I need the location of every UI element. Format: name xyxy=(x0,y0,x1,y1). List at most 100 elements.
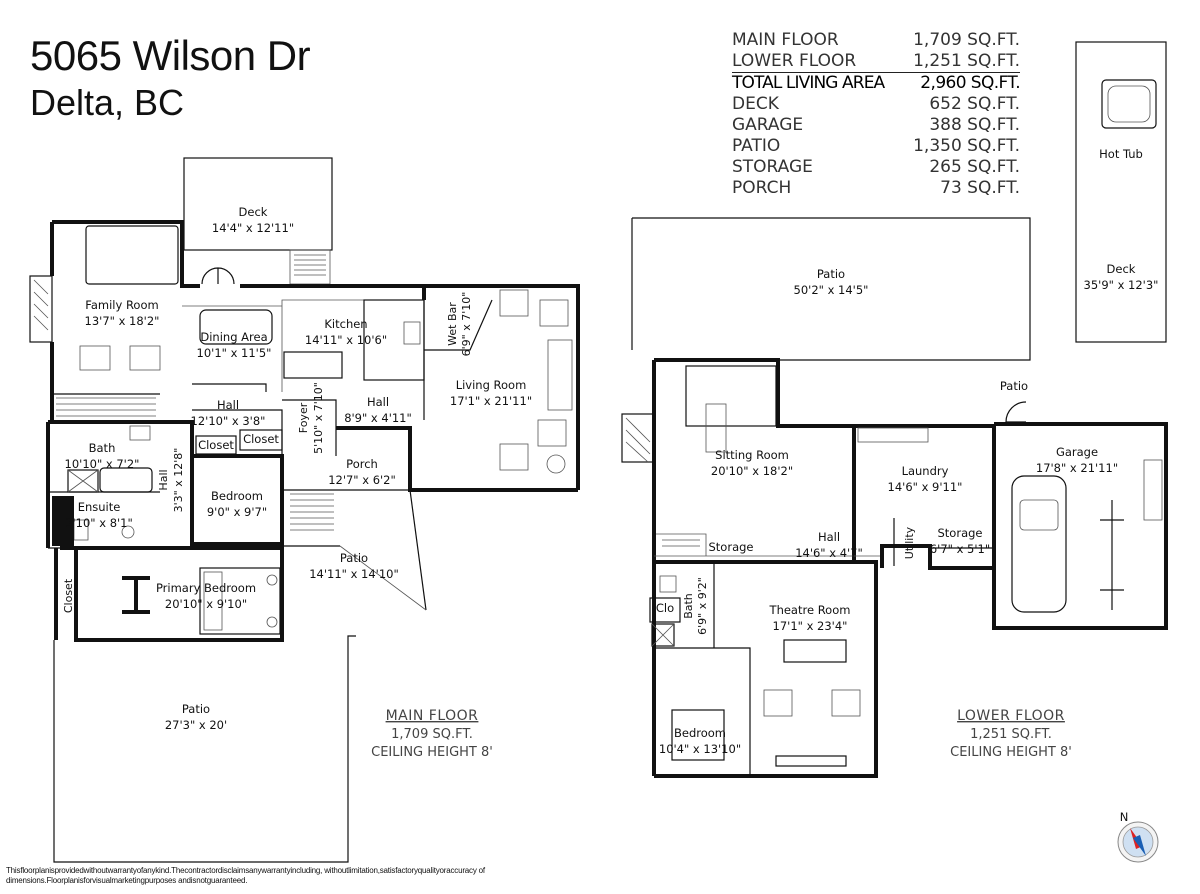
area-label: LOWER FLOOR xyxy=(732,51,857,71)
area-row-storage: STORAGE 265 SQ.FT. xyxy=(732,157,1020,178)
bath-dims: 10'10" x 7'2" xyxy=(65,457,140,471)
area-value: 652 SQ.FT. xyxy=(929,94,1020,114)
ensuite-dims: 3'10" x 8'1" xyxy=(65,516,133,530)
area-summary-table: MAIN FLOOR 1,709 SQ.FT. LOWER FLOOR 1,25… xyxy=(732,30,1021,199)
wet-bar-label: Wet Bar xyxy=(446,302,459,346)
main-floor-title: MAIN FLOOR xyxy=(386,708,479,724)
garage-door-swing xyxy=(1005,401,1027,423)
lower-bedroom-dims: 10'4" x 13'10" xyxy=(659,742,741,756)
armchair xyxy=(129,345,161,371)
living-armchair xyxy=(499,443,529,471)
theatre-screen xyxy=(775,755,847,767)
hall-3-label: Hall xyxy=(157,469,170,490)
bath-label: Bath xyxy=(89,441,116,455)
kitchen-dims: 14'11" x 10'6" xyxy=(305,333,387,347)
address-street: 5065 Wilson Dr xyxy=(30,32,311,79)
hall-north-wall xyxy=(192,383,267,392)
lower-patio-label: Patio xyxy=(817,267,845,281)
closet-1-box xyxy=(195,435,237,455)
kitchen-label: Kitchen xyxy=(324,317,367,331)
family-room-label: Family Room xyxy=(85,298,158,312)
sectional-sofa xyxy=(685,365,777,427)
deck-french-door xyxy=(201,267,235,285)
patio-edge xyxy=(409,489,427,611)
side-table xyxy=(546,454,566,474)
hall-wall xyxy=(192,409,283,456)
primary-bed xyxy=(199,567,281,635)
area-value: 265 SQ.FT. xyxy=(929,157,1020,177)
area-row-porch: PORCH 73 SQ.FT. xyxy=(732,178,1020,199)
deck-hot-tub-outline xyxy=(1075,41,1167,343)
deck-dims: 14'4" x 12'11" xyxy=(212,221,294,235)
main-wall-north-west xyxy=(52,220,200,288)
lower-floor-area: 1,251 SQ.FT. xyxy=(970,727,1052,742)
ensuite-sink xyxy=(121,525,135,539)
coffee-table xyxy=(705,403,727,453)
dining-area-dims: 10'1" x 11'5" xyxy=(197,346,272,360)
area-row-garage: GARAGE 388 SQ.FT. xyxy=(732,115,1020,136)
disclaimer-text: Thisfloorplanisprovidedwithoutwarrantyof… xyxy=(6,866,485,885)
lower-hall-dims: 14'6" x 4'7" xyxy=(795,546,863,560)
bedroom-dresser xyxy=(122,576,150,614)
car-windshield xyxy=(1019,499,1059,531)
motorcycle-outline xyxy=(1100,500,1124,610)
living-sofa xyxy=(547,339,573,411)
ensuite-partition xyxy=(52,496,74,546)
lower-bath-label: Bath xyxy=(682,593,695,619)
storage-2-dims: 6'7" x 5'1" xyxy=(930,542,990,556)
lower-patio-dims: 50'2" x 14'5" xyxy=(794,283,869,297)
area-label: STORAGE xyxy=(732,157,813,177)
armchair xyxy=(79,345,111,371)
theatre-armchair xyxy=(831,689,861,717)
storage-2-label: Storage xyxy=(938,526,983,540)
primary-bedroom-walls xyxy=(60,546,284,642)
hall-1-label: Hall xyxy=(217,398,239,412)
porch-stair-treads xyxy=(290,493,334,531)
sitting-room-dims: 20'10" x 18'2" xyxy=(711,464,793,478)
hot-tub xyxy=(1101,79,1157,129)
garage-walls xyxy=(992,422,1168,630)
family-room-sofa xyxy=(85,225,179,285)
living-armchair xyxy=(499,289,529,317)
bedroom-label: Bedroom xyxy=(211,489,263,503)
foyer-label: Foyer xyxy=(297,402,310,433)
hall-3-dims: 3'3" x 12'8" xyxy=(172,448,185,513)
primary-bedroom-label: Primary Bedroom xyxy=(156,581,256,595)
bottom-patio-outline xyxy=(53,635,356,863)
clo-label: Clo xyxy=(656,601,674,615)
bathtub xyxy=(99,467,153,493)
primary-bed-headboard xyxy=(203,571,223,631)
utility-label: Utility xyxy=(903,526,916,559)
area-label: GARAGE xyxy=(732,115,804,135)
hot-tub-label: Hot Tub xyxy=(1099,147,1143,161)
lower-shower xyxy=(651,623,675,647)
area-row-deck: DECK 652 SQ.FT. xyxy=(732,94,1020,115)
lower-bed xyxy=(671,709,725,761)
porch-dims: 12'7" x 6'2" xyxy=(328,473,396,487)
area-row-main-floor: MAIN FLOOR 1,709 SQ.FT. xyxy=(732,30,1020,51)
wet-bar-dims: 6'9" x 7'10" xyxy=(460,292,473,357)
hall-1-dims: 12'10" x 3'8" xyxy=(191,414,266,428)
lower-fireplace-hatch xyxy=(625,417,651,463)
hall-2-dims: 8'9" x 4'11" xyxy=(344,411,412,425)
theatre-room-walls xyxy=(654,560,878,778)
laundry-counter xyxy=(857,427,929,443)
deck-outline xyxy=(183,157,333,251)
lower-fireplace xyxy=(621,413,655,463)
main-floor-plan: Deck 14'4" x 12'11" Family Room 13'7" x … xyxy=(29,157,580,863)
deck-stair-treads xyxy=(294,254,326,276)
porch-label: Porch xyxy=(346,457,378,471)
clo-box xyxy=(649,597,681,623)
lower-patio-outline xyxy=(631,217,1031,361)
area-value: 2,960 SQ.FT. xyxy=(920,73,1020,93)
hot-tub-basin xyxy=(1107,85,1151,123)
compass-north-label: N xyxy=(1120,810,1129,824)
lower-toilet xyxy=(659,575,677,593)
area-value: 73 SQ.FT. xyxy=(940,178,1020,198)
sitting-room-label: Sitting Room xyxy=(715,448,789,462)
car-outline xyxy=(1011,475,1067,613)
garage-shelf xyxy=(1143,459,1163,521)
area-value: 1,251 SQ.FT. xyxy=(913,51,1020,71)
family-room-stair-rail xyxy=(51,393,160,420)
main-stairs-treads xyxy=(56,397,156,417)
